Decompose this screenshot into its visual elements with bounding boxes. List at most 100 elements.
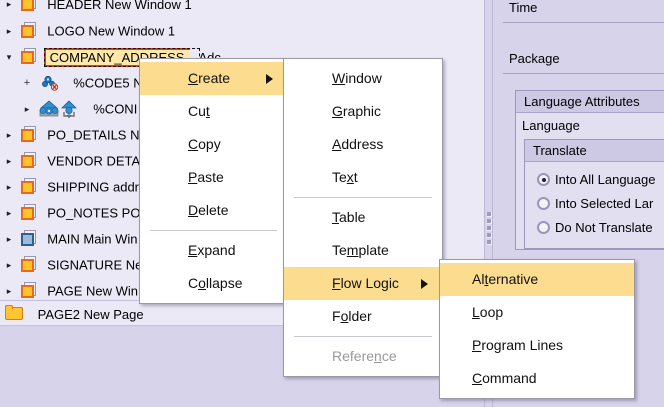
window-icon <box>20 0 40 13</box>
expander-collapsed-icon[interactable]: ▸ <box>24 103 30 114</box>
main-window-icon <box>20 229 40 248</box>
menu-item-template[interactable]: Template <box>284 234 442 267</box>
menu-item-delete[interactable]: Delete <box>140 194 287 227</box>
menu-item-label: Copy <box>188 136 221 152</box>
window-icon <box>20 177 40 196</box>
menu-item-collapse[interactable]: Collapse <box>140 267 287 300</box>
tree-row[interactable]: ▸ SIGNATURE Ne <box>0 252 492 278</box>
condition-icon <box>38 99 86 118</box>
menu-item-label: Paste <box>188 169 224 185</box>
window-icon <box>20 47 40 66</box>
radio-button-icon[interactable] <box>537 197 550 211</box>
program-lines-icon <box>38 74 66 92</box>
expander-collapsed-icon[interactable]: ▸ <box>6 285 12 296</box>
tree-item-label: %CONI <box>93 101 138 117</box>
menu-item-label: Expand <box>188 242 236 258</box>
menu-item-label: Reference <box>332 348 397 364</box>
menu-item-loop[interactable]: Loop <box>440 296 634 329</box>
package-field[interactable]: Package <box>503 45 664 74</box>
folder-icon <box>4 304 26 323</box>
menu-item-text[interactable]: Text <box>284 161 442 194</box>
radio-do-not-translate[interactable]: Do Not Translate <box>525 216 664 240</box>
language-attributes-title: Language Attributes <box>516 91 664 113</box>
menu-separator <box>150 230 277 231</box>
context-menu[interactable]: Create Cut Copy Paste Delete Expand Coll… <box>139 58 288 304</box>
radio-into-selected-languages[interactable]: Into Selected Lar <box>525 192 664 216</box>
expander-plus-icon[interactable]: + <box>23 76 31 89</box>
menu-item-label: Collapse <box>188 275 243 291</box>
radio-label: Into Selected Lar <box>555 196 654 211</box>
create-submenu[interactable]: Window Graphic Address Text Table Templa… <box>283 58 443 377</box>
menu-item-label: Create <box>188 70 231 86</box>
menu-item-label: Command <box>472 370 537 386</box>
tree-row[interactable]: ▸ PAGE New Win <box>0 278 492 304</box>
chevron-right-icon <box>421 278 428 289</box>
expander-collapsed-icon[interactable]: ▸ <box>6 0 12 9</box>
tree-row[interactable]: ▸ LOGO New Window 1 <box>0 18 492 44</box>
tree-item-label: PO_DETAILS N <box>47 127 140 143</box>
tree-item-label: MAIN Main Win <box>47 231 138 247</box>
menu-item-label: Table <box>332 209 366 225</box>
expander-collapsed-icon[interactable]: ▸ <box>6 207 12 218</box>
field-gap <box>503 23 664 45</box>
flow-logic-submenu[interactable]: Alternative Loop Program Lines Command <box>439 259 635 399</box>
tree-item-label: VENDOR DETA <box>47 153 141 169</box>
menu-item-graphic[interactable]: Graphic <box>284 95 442 128</box>
menu-item-alternative[interactable]: Alternative <box>440 263 634 296</box>
time-field[interactable]: Time <box>503 0 664 23</box>
menu-item-paste[interactable]: Paste <box>140 161 287 194</box>
menu-separator <box>294 336 432 337</box>
menu-item-cut[interactable]: Cut <box>140 95 287 128</box>
translate-title: Translate <box>525 140 664 162</box>
radio-button-icon[interactable] <box>537 221 550 235</box>
menu-item-label: Alternative <box>472 271 539 287</box>
expander-expanded-icon[interactable]: ▾ <box>6 51 12 62</box>
radio-label: Into All Language <box>555 172 656 187</box>
expander-collapsed-icon[interactable]: ▸ <box>6 155 12 166</box>
tree-row[interactable]: ▸ SHIPPING addr <box>0 174 492 200</box>
expander-collapsed-icon[interactable]: ▸ <box>6 129 12 140</box>
menu-item-label: Loop <box>472 304 504 320</box>
menu-item-table[interactable]: Table <box>284 201 442 234</box>
menu-item-flow-logic[interactable]: Flow Logic <box>284 267 442 300</box>
menu-item-reference: Reference <box>284 340 442 373</box>
menu-item-copy[interactable]: Copy <box>140 128 287 161</box>
menu-item-label: Program Lines <box>472 337 564 353</box>
menu-item-label: Address <box>332 136 384 152</box>
menu-item-window[interactable]: Window <box>284 62 442 95</box>
tree-row[interactable]: ▸ MAIN Main Win <box>0 226 492 252</box>
radio-label: Do Not Translate <box>555 220 653 235</box>
expander-collapsed-icon[interactable]: ▸ <box>6 259 12 270</box>
tree-row[interactable]: ▸ PO_DETAILS N <box>0 122 492 148</box>
tree-item-label: PAGE New Win <box>47 283 139 299</box>
tree-row[interactable]: ▸ HEADER New Window 1 <box>0 0 492 18</box>
rename-focus-outline <box>43 48 200 68</box>
menu-item-label: Window <box>332 70 382 86</box>
window-icon <box>20 21 40 40</box>
window-icon <box>20 203 40 222</box>
expander-collapsed-icon[interactable]: ▸ <box>6 181 12 192</box>
splitter-grip[interactable] <box>487 212 492 247</box>
tree-row[interactable]: ▸ PO_NOTES PO <box>0 200 492 226</box>
radio-into-all-languages[interactable]: Into All Language <box>525 168 664 192</box>
menu-item-program-lines[interactable]: Program Lines <box>440 329 634 362</box>
menu-item-create[interactable]: Create <box>140 62 287 95</box>
menu-item-command[interactable]: Command <box>440 362 634 395</box>
expander-collapsed-icon[interactable]: ▸ <box>6 25 12 36</box>
pane-splitter[interactable] <box>484 0 493 407</box>
menu-item-folder[interactable]: Folder <box>284 300 442 333</box>
menu-item-label: Graphic <box>332 103 382 119</box>
tree-item-label: HEADER New Window 1 <box>47 0 192 12</box>
menu-separator <box>294 197 432 198</box>
expander-collapsed-icon[interactable]: ▸ <box>6 233 12 244</box>
tree-row[interactable]: ▸ VENDOR DETA <box>0 148 492 174</box>
menu-item-label: Flow Logic <box>332 275 399 291</box>
tree-row[interactable]: ▸ <box>0 96 492 122</box>
radio-button-icon[interactable] <box>537 173 550 187</box>
window-icon <box>20 281 40 300</box>
menu-item-expand[interactable]: Expand <box>140 234 287 267</box>
tree-row[interactable]: + %CODE5 N <box>0 70 492 96</box>
menu-item-address[interactable]: Address <box>284 128 442 161</box>
window-icon <box>20 151 40 170</box>
tree-item-label: PO_NOTES PO <box>47 205 141 221</box>
